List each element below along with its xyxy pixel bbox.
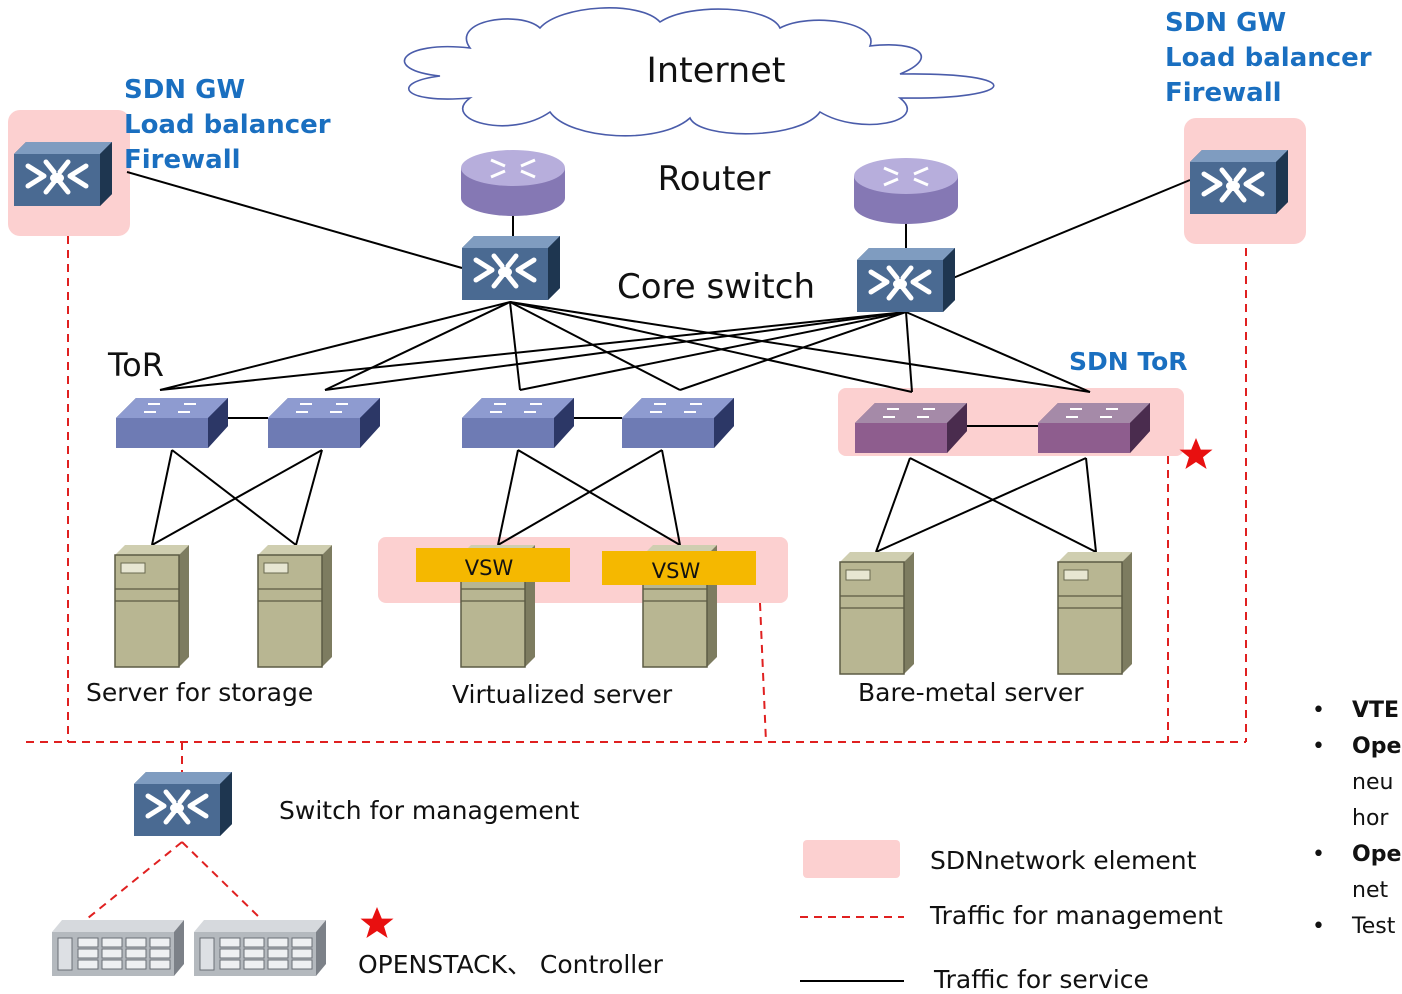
router-icon — [852, 156, 960, 226]
rack-server-icon — [193, 919, 327, 977]
sdn-gw-left-label: SDN GW Load balancer Firewall — [124, 75, 331, 175]
sdn-tor-label: SDN ToR — [1069, 347, 1188, 376]
tor-switch-icon — [267, 397, 381, 449]
legend-service-label: Traffic for service — [933, 965, 1149, 994]
tor-label: ToR — [107, 346, 164, 384]
core-switch-icon — [462, 236, 560, 300]
openstack-controller-label: OPENSTACK、 Controller — [358, 950, 664, 979]
sdn-tor-switch-icon — [854, 402, 968, 454]
star-icon — [360, 907, 394, 938]
sdn-tor-switch-icon — [1037, 402, 1151, 454]
router-label: Router — [658, 159, 771, 199]
legend-management-label: Traffic for management — [929, 901, 1223, 930]
svg-text:Firewall: Firewall — [1165, 78, 1282, 108]
bullet-list: VTE Ope neu hor Ope net Test — [1312, 693, 1402, 945]
router-icon — [459, 148, 567, 218]
legend: SDNnetwork element Traffic for managemen… — [800, 840, 1223, 994]
server-tower-icon — [1057, 551, 1133, 675]
svg-text:SDN GW: SDN GW — [124, 75, 245, 105]
gateway-switch-icon — [14, 142, 112, 206]
vsw-label: VSW — [465, 556, 514, 580]
tor-switch-icon — [461, 397, 575, 449]
storage-server-label: Server for storage — [86, 678, 313, 707]
gateway-switch-icon — [1190, 150, 1288, 214]
tor-switch-icon — [115, 397, 229, 449]
management-switch-icon — [134, 772, 232, 836]
svg-text:Load balancer: Load balancer — [1165, 43, 1372, 73]
management-switch-label: Switch for management — [279, 796, 580, 825]
bullet-item: Test — [1312, 909, 1402, 945]
svg-text:Load balancer: Load balancer — [124, 110, 331, 140]
vsw-box — [602, 551, 756, 585]
svg-text:Firewall: Firewall — [124, 145, 241, 175]
legend-sdn-swatch — [803, 840, 900, 878]
bullet-item: Ope net — [1312, 837, 1402, 909]
core-switch-label: Core switch — [617, 267, 815, 307]
svg-text:SDN GW: SDN GW — [1165, 8, 1286, 38]
star-icon — [1179, 438, 1213, 469]
internet-label: Internet — [647, 51, 786, 91]
core-switch-icon — [857, 248, 955, 312]
bare-metal-server-label: Bare-metal server — [858, 678, 1084, 707]
server-tower-icon — [839, 551, 915, 675]
cloud-icon — [403, 7, 995, 137]
service-links — [126, 171, 1191, 553]
vsw-box — [416, 548, 570, 582]
legend-sdn-label: SDNnetwork element — [930, 846, 1197, 875]
rack-server-icon — [51, 919, 185, 977]
virtualized-server-label: Virtualized server — [452, 680, 673, 709]
server-tower-icon — [114, 544, 190, 668]
vsw-label: VSW — [652, 559, 701, 583]
tor-switch-icon — [621, 397, 735, 449]
management-links — [26, 236, 1247, 919]
server-tower-icon — [257, 544, 333, 668]
sdn-gw-right-label: SDN GW Load balancer Firewall — [1165, 8, 1372, 108]
bullet-item: Ope neu hor — [1312, 729, 1402, 837]
bullet-item: VTE — [1312, 693, 1402, 729]
